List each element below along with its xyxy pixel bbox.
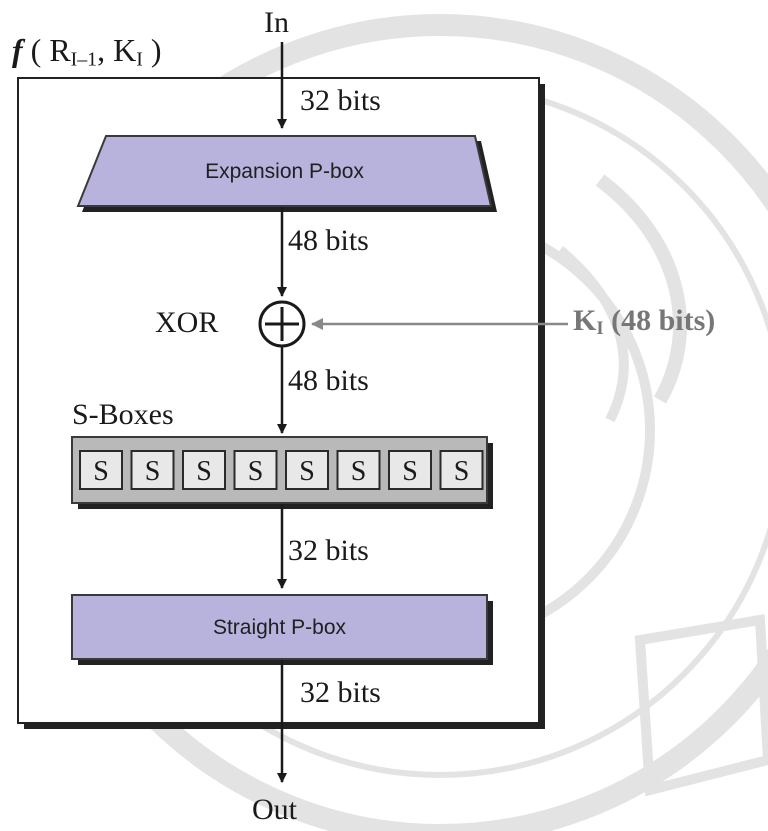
bits-label-expansion: 48 bits — [288, 224, 369, 257]
sbox-cell — [439, 450, 484, 490]
bits-label-sboxes: 32 bits — [288, 534, 369, 567]
sbox-cell-label: S — [145, 456, 161, 487]
sbox-cell — [285, 450, 329, 490]
sbox-cell — [233, 450, 278, 490]
function-arg1-sub: I–1 — [70, 48, 98, 71]
function-arg2-sub: I — [136, 48, 143, 71]
function-arg2: K — [113, 32, 137, 68]
sbox-cell — [336, 450, 381, 490]
function-arg1: R — [49, 32, 71, 68]
function-prefix: f — [12, 32, 23, 68]
sbox-cell-label: S — [248, 456, 264, 487]
straight-pbox-label: Straight P-box — [212, 616, 347, 639]
sbox-cell — [388, 450, 432, 490]
key-name: K — [573, 304, 597, 337]
sboxes-label: S-Boxes — [72, 398, 174, 431]
input-label: In — [264, 6, 289, 39]
sbox-cell-label: S — [351, 456, 367, 487]
bits-label-out: 32 bits — [300, 676, 381, 709]
key-sub: I — [596, 318, 604, 340]
function-label: f ( RI–1, KI ) — [12, 32, 162, 71]
expansion-pbox-label: Expansion P-box — [205, 160, 364, 183]
output-label: Out — [252, 793, 297, 826]
bits-label-in: 32 bits — [300, 84, 381, 117]
expansion-pbox — [76, 135, 493, 207]
sbox-cell-label: S — [299, 456, 315, 487]
sbox-cell — [79, 450, 123, 490]
xor-label: XOR — [155, 306, 219, 339]
sbox-cell-label: S — [454, 456, 470, 487]
sbox-cell-label: S — [196, 456, 212, 487]
key-size: (48 bits) — [611, 304, 716, 337]
straight-pbox — [71, 594, 488, 660]
bits-label-xor: 48 bits — [288, 364, 369, 397]
key-label: KI (48 bits) — [573, 306, 715, 339]
sbox-cell-label: S — [93, 456, 109, 487]
sbox-cell — [182, 450, 226, 490]
sbox-cell-label: S — [402, 456, 418, 487]
sbox-cell — [130, 450, 175, 490]
